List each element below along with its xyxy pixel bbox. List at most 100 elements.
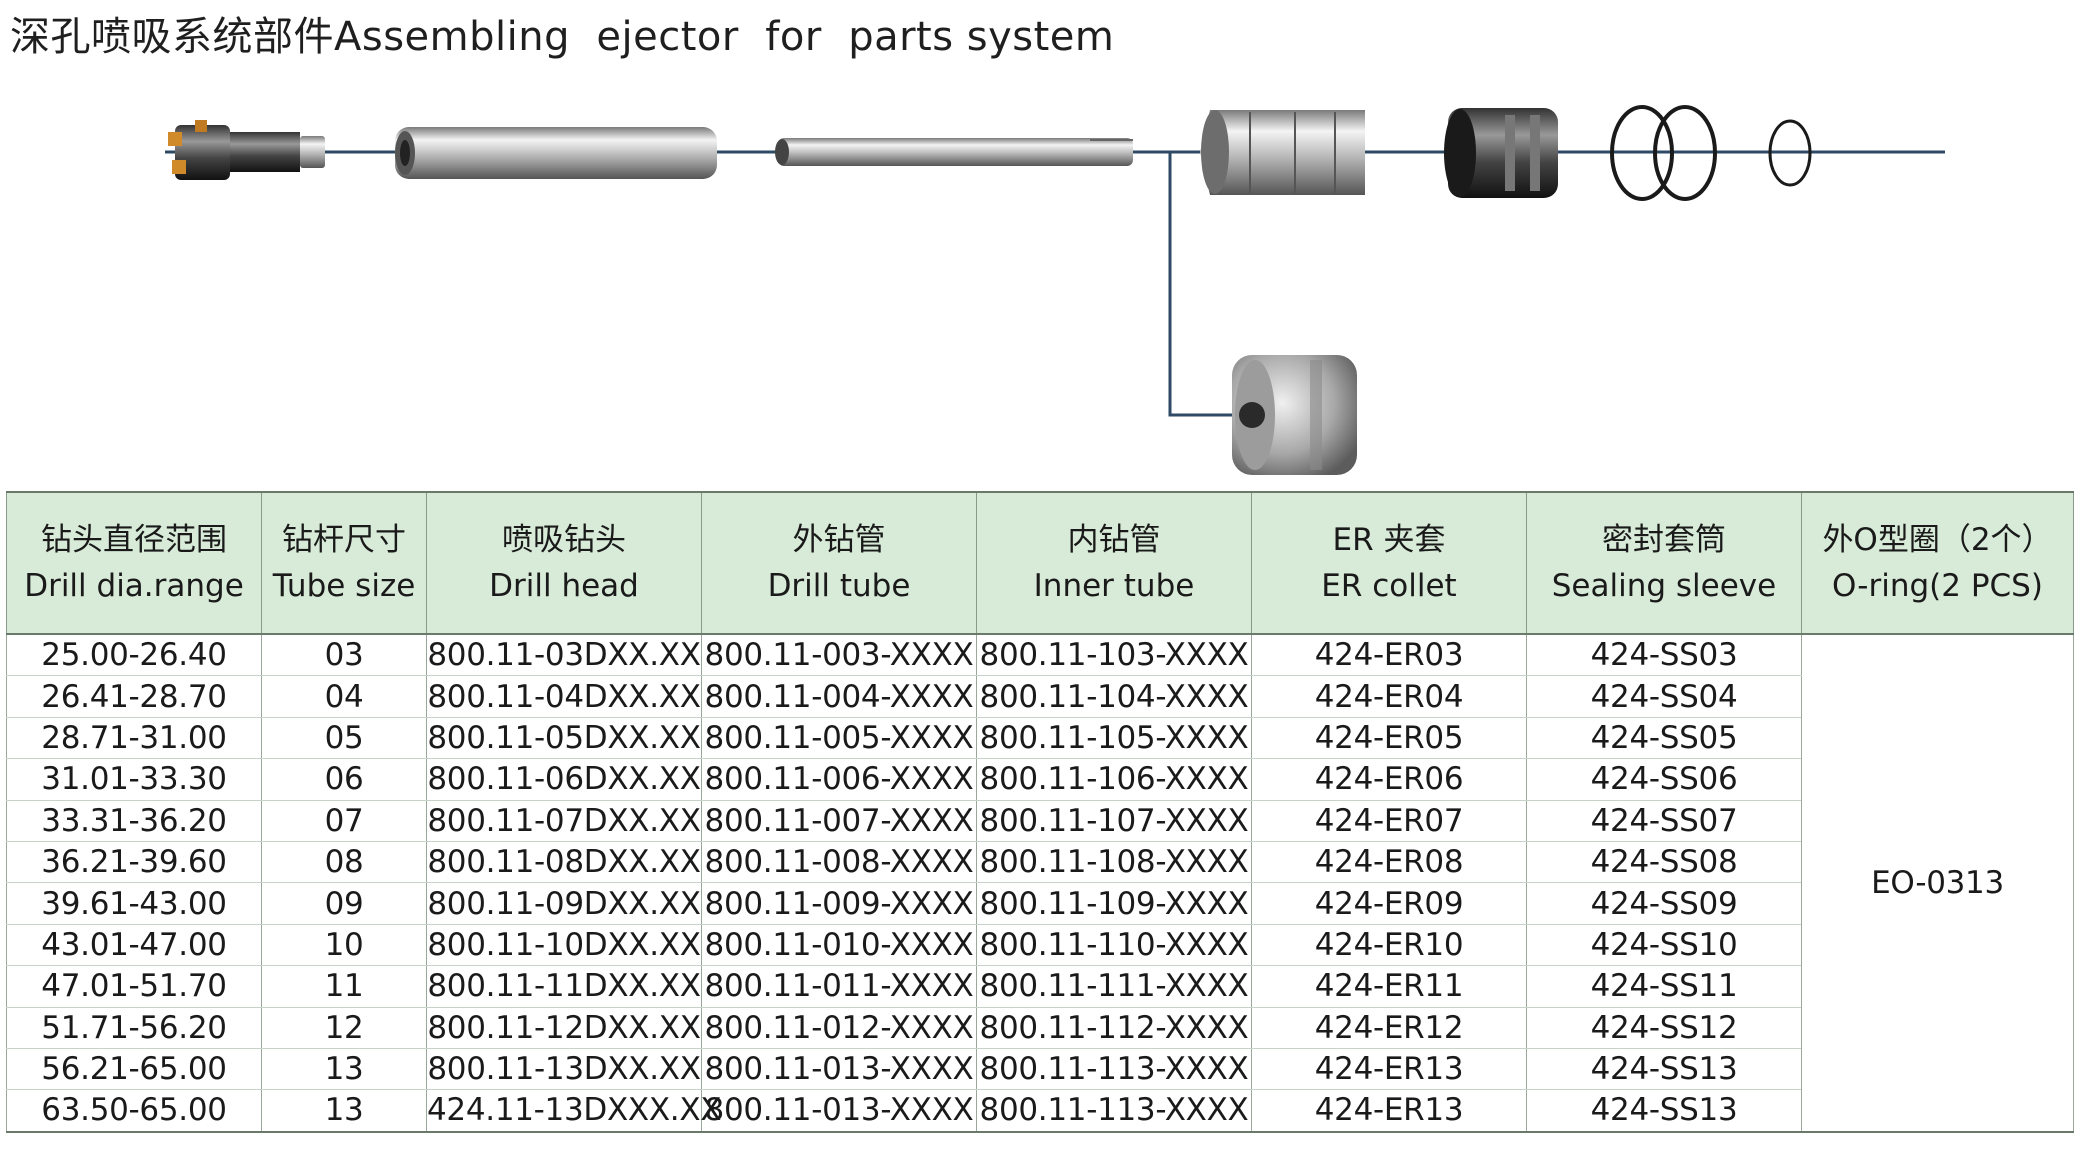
table-cell: 28.71-31.00 [6,717,262,760]
table-cell: 800.11-012-XXXX [701,1007,977,1049]
table-cell: 800.11-109-XXXX [976,882,1252,925]
table-cell: 800.11-111-XXXX [976,965,1252,1008]
table-cell: 424-SS11 [1526,965,1802,1008]
table-cell: 800.11-112-XXXX [976,1007,1252,1049]
table-cell: 06 [261,758,427,801]
table-cell: 800.11-011-XXXX [701,965,977,1008]
table-cell: 43.01-47.00 [6,924,262,967]
table-cell: 424-SS05 [1526,717,1802,760]
exploded-assembly-diagram [165,105,1945,475]
table-cell: 800.11-110-XXXX [976,924,1252,967]
table-cell: 800.11-03DXX.XX [426,634,702,677]
col-header-o-ring: 外O型圈（2个）O-ring(2 PCS) [1801,491,2074,635]
table-cell: 424-SS13 [1526,1089,1802,1133]
table-cell: 800.11-003-XXXX [701,634,977,677]
table-cell: 11 [261,965,427,1008]
drill-head-part [168,120,325,180]
table-cell: 13 [261,1089,427,1133]
table-cell: 800.11-04DXX.XX [426,675,702,718]
table-cell: 800.11-005-XXXX [701,717,977,760]
table-cell: 800.11-006-XXXX [701,758,977,801]
table-cell: 800.11-08DXX.XX [426,841,702,884]
o-ring-pair [1610,105,1717,201]
branch-line [1168,152,1232,417]
o-ring-value-cell: EO-0313 [1801,634,2074,1133]
table-cell: 800.11-106-XXXX [976,758,1252,801]
table-cell: 05 [261,717,427,760]
table-cell: 47.01-51.70 [6,965,262,1008]
table-cell: 800.11-10DXX.XX [426,924,702,967]
table-cell: 800.11-07DXX.XX [426,800,702,842]
table-cell: 424-ER04 [1251,675,1527,718]
table-cell: 800.11-113-XXXX [976,1089,1252,1133]
table-cell: 63.50-65.00 [6,1089,262,1133]
lower-sleeve-part [1232,355,1357,475]
table-cell: 424-ER11 [1251,965,1527,1008]
table-cell: 424-SS10 [1526,924,1802,967]
table-cell: 56.21-65.00 [6,1048,262,1091]
table-cell: 08 [261,841,427,884]
table-cell: 424.11-13DXXX.XX [426,1089,722,1133]
table-cell: 800.11-009-XXXX [701,882,977,925]
drill-tube-part [395,127,717,179]
er-collet-part [1200,110,1365,195]
table-cell: 800.11-13DXX.XX [426,1048,702,1091]
table-cell: 800.11-05DXX.XX [426,717,702,760]
table-cell: 36.21-39.60 [6,841,262,884]
table-cell: 800.11-108-XXXX [976,841,1252,884]
table-cell: 424-SS04 [1526,675,1802,718]
table-cell: 800.11-06DXX.XX [426,758,702,801]
table-cell: 09 [261,882,427,925]
table-cell: 800.11-008-XXXX [701,841,977,884]
table-cell: 800.11-12DXX.XX [426,1007,702,1049]
table-cell: 800.11-004-XXXX [701,675,977,718]
table-cell: 424-ER13 [1251,1048,1527,1091]
table-cell: 25.00-26.40 [6,634,262,677]
o-ring-single [1768,119,1812,187]
table-cell: 424-SS07 [1526,800,1802,842]
page-title: 深孔喷吸系统部件Assembling ejector for parts sys… [10,14,1115,60]
table-cell: 424-ER06 [1251,758,1527,801]
table-cell: 424-ER12 [1251,1007,1527,1049]
table-cell: 424-ER07 [1251,800,1527,842]
table-cell: 800.11-105-XXXX [976,717,1252,760]
table-cell: 07 [261,800,427,842]
table-cell: 800.11-107-XXXX [976,800,1252,842]
table-cell: 26.41-28.70 [6,675,262,718]
table-cell: 424-SS06 [1526,758,1802,801]
table-cell: 424-ER03 [1251,634,1527,677]
table-cell: 800.11-104-XXXX [976,675,1252,718]
table-cell: 800.11-010-XXXX [701,924,977,967]
table-cell: 800.11-09DXX.XX [426,882,702,925]
table-cell: 424-SS09 [1526,882,1802,925]
table-cell: 03 [261,634,427,677]
table-cell: 31.01-33.30 [6,758,262,801]
table-cell: 424-ER13 [1251,1089,1527,1133]
table-cell: 424-ER09 [1251,882,1527,925]
table-cell: 12 [261,1007,427,1049]
table-cell: 424-ER08 [1251,841,1527,884]
table-cell: 424-ER05 [1251,717,1527,760]
table-cell: 424-SS08 [1526,841,1802,884]
table-cell: 424-SS12 [1526,1007,1802,1049]
table-cell: 39.61-43.00 [6,882,262,925]
table-cell: 424-ER10 [1251,924,1527,967]
sealing-sleeve-part [1444,108,1558,198]
table-cell: 424-SS03 [1526,634,1802,677]
table-cell: 33.31-36.20 [6,800,262,842]
table-cell: 800.11-013-XXXX [701,1048,977,1091]
